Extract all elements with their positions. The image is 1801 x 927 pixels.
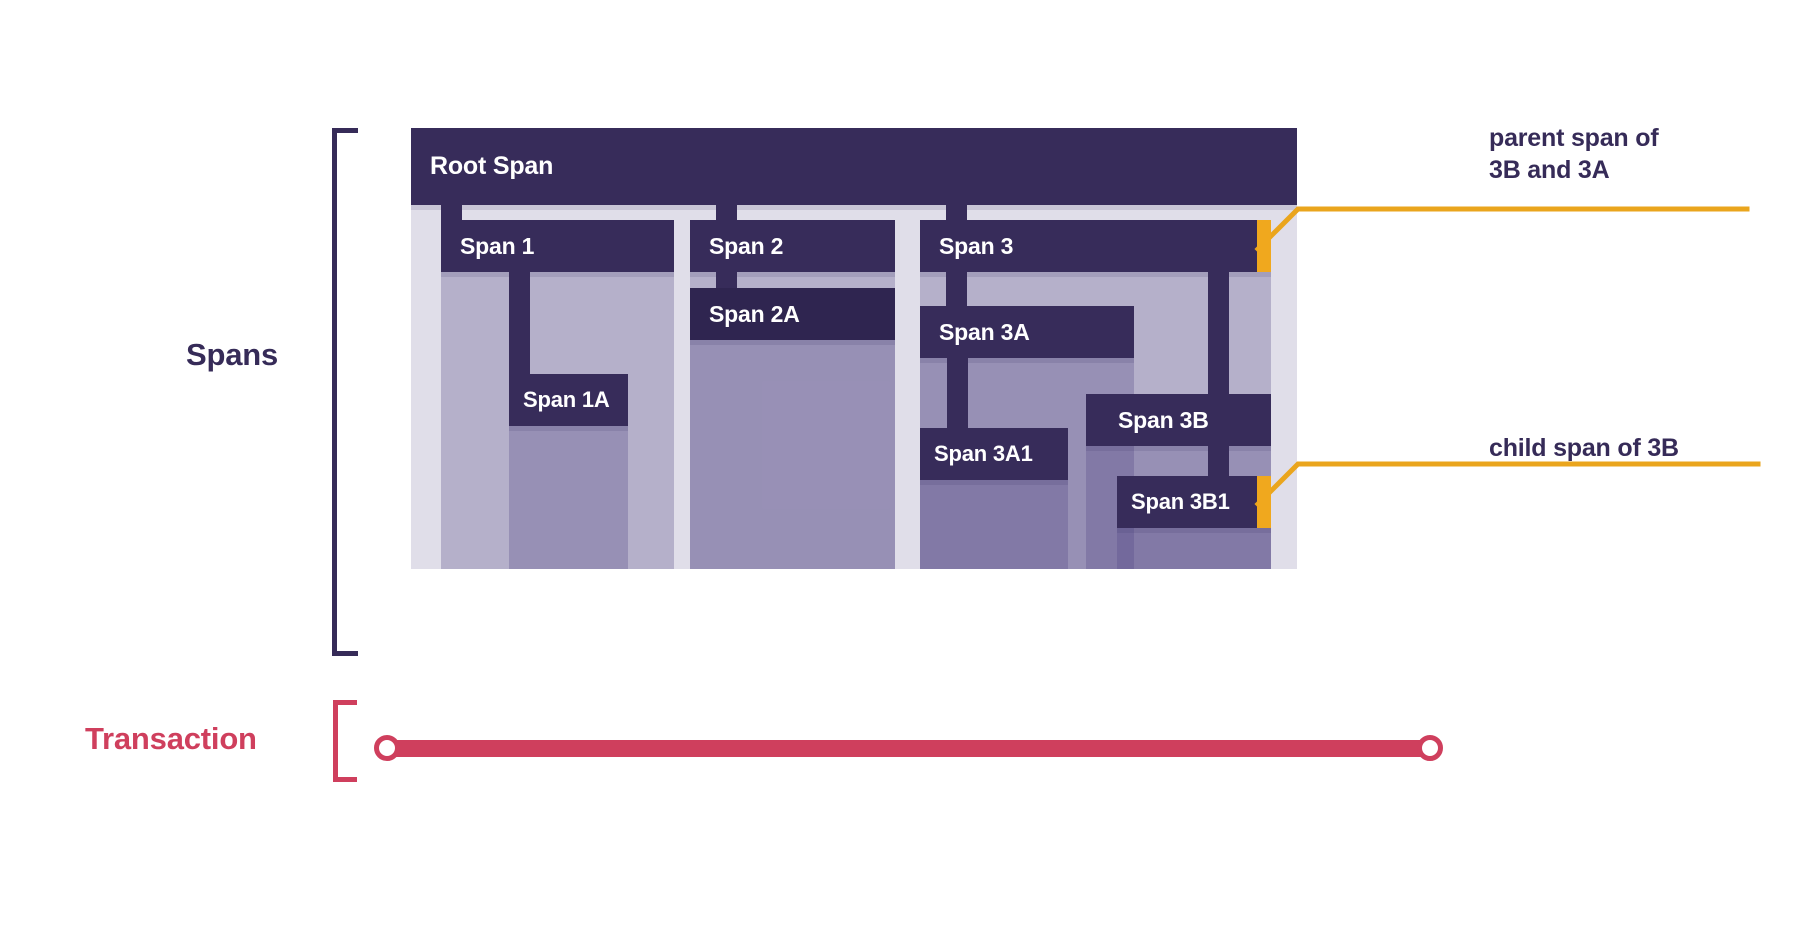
child-callout-text: child span of 3B xyxy=(1489,434,1679,462)
span-bar-span-3b[interactable]: Span 3B xyxy=(1086,394,1271,446)
highlight-chip-child-span xyxy=(1257,476,1271,528)
span3b1-body xyxy=(1117,528,1271,569)
span2a-body xyxy=(690,340,895,569)
span3b-shadow xyxy=(1086,446,1271,451)
connector-span3-to-span3b xyxy=(1208,272,1229,394)
span-bar-span-1[interactable]: Span 1 xyxy=(441,220,674,272)
spans-bracket xyxy=(332,128,358,656)
span-bar-span-2a[interactable]: Span 2A xyxy=(690,288,895,340)
span-bar-span-3a1[interactable]: Span 3A1 xyxy=(920,428,1068,480)
span1a-shadow xyxy=(509,426,628,431)
spans-group-label: Spans xyxy=(186,337,279,372)
root-span-shadow xyxy=(411,205,1297,210)
span-bar-span-3b1[interactable]: Span 3B1 xyxy=(1117,476,1271,528)
parent-callout-leader-line xyxy=(1254,206,1750,253)
connector-span1-to-span1a xyxy=(509,272,530,398)
spans-waterfall: Root Span Span 1 Span 1A Span 2 Span 2A … xyxy=(411,128,1433,656)
span3a1-body xyxy=(920,480,1068,569)
span3a1-shadow xyxy=(920,480,1068,485)
connector-span3-to-span3a xyxy=(946,272,967,306)
span1a-body xyxy=(509,398,628,569)
transaction-end-marker[interactable] xyxy=(1417,735,1443,761)
connector-span3b-to-span3b1 xyxy=(1208,446,1229,476)
span-bar-span-1a[interactable]: Span 1A xyxy=(509,374,628,426)
highlight-chip-parent-span xyxy=(1257,220,1271,272)
span-bar-span-2[interactable]: Span 2 xyxy=(690,220,895,272)
span1-shadow xyxy=(441,272,674,277)
span-bar-span-3[interactable]: Span 3 xyxy=(920,220,1271,272)
transaction-start-marker[interactable] xyxy=(374,735,400,761)
span3-shadow xyxy=(920,272,1271,277)
parent-callout-text: parent span of 3B and 3A xyxy=(1489,124,1659,184)
transaction-group-label: Transaction xyxy=(85,721,257,756)
span2a-shadow xyxy=(690,340,895,345)
child-callout-leader-line xyxy=(1254,461,1761,508)
span3a-shadow xyxy=(920,358,1134,363)
span3b1-shadow xyxy=(1117,528,1271,533)
transaction-bracket xyxy=(333,700,357,782)
transaction-duration-bar xyxy=(385,740,1428,757)
span-bar-span-3a[interactable]: Span 3A xyxy=(920,306,1134,358)
span-bar-root[interactable]: Root Span xyxy=(411,128,1297,205)
span2-shadow xyxy=(690,272,895,277)
